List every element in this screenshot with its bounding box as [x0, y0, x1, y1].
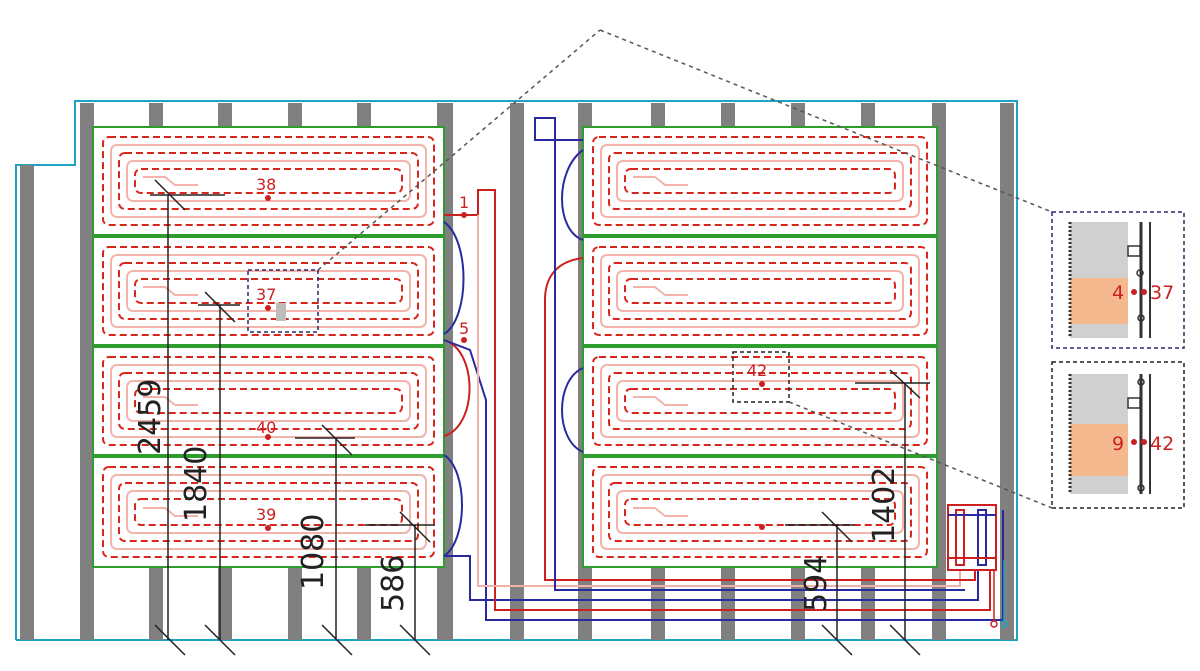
heating-loop-turn-6	[633, 396, 688, 406]
heating-loop-3-3	[126, 490, 411, 534]
dim-1080: 1080	[296, 514, 331, 590]
dimension-lines	[150, 179, 930, 656]
point-label-40: 40	[256, 418, 276, 437]
heating-loop-turn-7	[633, 507, 688, 517]
dim-2459: 2459	[133, 379, 168, 455]
inset-top-left-label: 4	[1112, 282, 1124, 304]
point-label-38: 38	[256, 175, 276, 194]
heating-loop-5-2	[608, 262, 912, 320]
heating-loop-0-4	[134, 168, 403, 194]
heating-loop-2-4	[134, 388, 403, 414]
zone-right-2	[582, 236, 938, 346]
heating-loop-turn-4	[633, 176, 688, 186]
zone-right-1	[582, 126, 938, 236]
heating-loop-1-0	[102, 246, 435, 336]
point-label-39: 39	[256, 505, 276, 524]
sensor-marker	[276, 303, 286, 321]
dim-594: 594	[799, 555, 834, 612]
heating-loop-3-4	[134, 498, 403, 526]
heating-loop-turn-5	[633, 286, 688, 296]
heating-loop-1-1	[110, 254, 427, 328]
heating-loop-0-1	[110, 144, 427, 218]
heating-loop-6-3	[616, 380, 904, 422]
heating-loop-2-2	[118, 372, 419, 430]
heating-loop-5-3	[616, 270, 904, 312]
heating-loop-4-2	[608, 152, 912, 210]
heating-loops	[102, 136, 928, 558]
heating-loop-4-0	[592, 136, 928, 226]
heating-loop-turn-3	[143, 507, 198, 517]
dim-586: 586	[376, 555, 411, 612]
heating-loop-turn-1	[143, 286, 198, 296]
point-label-37: 37	[256, 285, 276, 304]
heating-loop-1-2	[118, 262, 419, 320]
heating-loop-5-4	[624, 278, 896, 304]
detail-inset-bottom: 9 42	[1051, 361, 1185, 509]
heating-loop-6-0	[592, 356, 928, 446]
dim-1402: 1402	[867, 467, 902, 543]
heating-loop-7-3	[616, 490, 904, 534]
heating-loop-1-3	[126, 270, 411, 312]
point-label-1: 1	[459, 193, 469, 212]
heating-loop-0-2	[118, 152, 419, 210]
inset-bottom-right-label: 42	[1150, 433, 1174, 455]
heating-loop-7-2	[608, 482, 912, 542]
heating-loop-4-1	[600, 144, 920, 218]
building-outline	[15, 100, 1018, 641]
heating-loop-4-3	[616, 160, 904, 202]
heating-loop-7-1	[600, 474, 920, 550]
heating-loop-5-1	[600, 254, 920, 328]
heating-loop-3-0	[102, 466, 435, 558]
measurement-points	[265, 195, 765, 531]
inset-top-right-label: 37	[1150, 282, 1174, 304]
heating-loop-2-3	[126, 380, 411, 422]
heating-loop-0-0	[102, 136, 435, 226]
heating-loop-6-4	[624, 388, 896, 414]
inset-bottom-left-label: 9	[1112, 433, 1124, 455]
heating-loop-7-0	[592, 466, 928, 558]
heating-loop-1-4	[134, 278, 403, 304]
heating-loop-turn-0	[143, 176, 198, 186]
detail-inset-top: 4 37	[1051, 211, 1185, 349]
point-label-5: 5	[459, 319, 469, 338]
detail-box-37	[247, 269, 319, 333]
manifold-icon	[947, 504, 1008, 628]
heating-loop-3-2	[118, 482, 419, 542]
detail-box-42	[732, 351, 790, 403]
callout-leaders	[317, 29, 1053, 509]
heating-loop-6-1	[600, 364, 920, 438]
heating-loop-6-2	[608, 372, 912, 430]
heating-loop-4-4	[624, 168, 896, 194]
dim-1840: 1840	[179, 446, 214, 522]
heating-loop-turn-2	[143, 396, 198, 406]
heating-loop-2-0	[102, 356, 435, 446]
heating-loop-0-3	[126, 160, 411, 202]
heating-loop-3-1	[110, 474, 427, 550]
point-label-42: 42	[747, 361, 767, 380]
heating-loop-5-0	[592, 246, 928, 336]
